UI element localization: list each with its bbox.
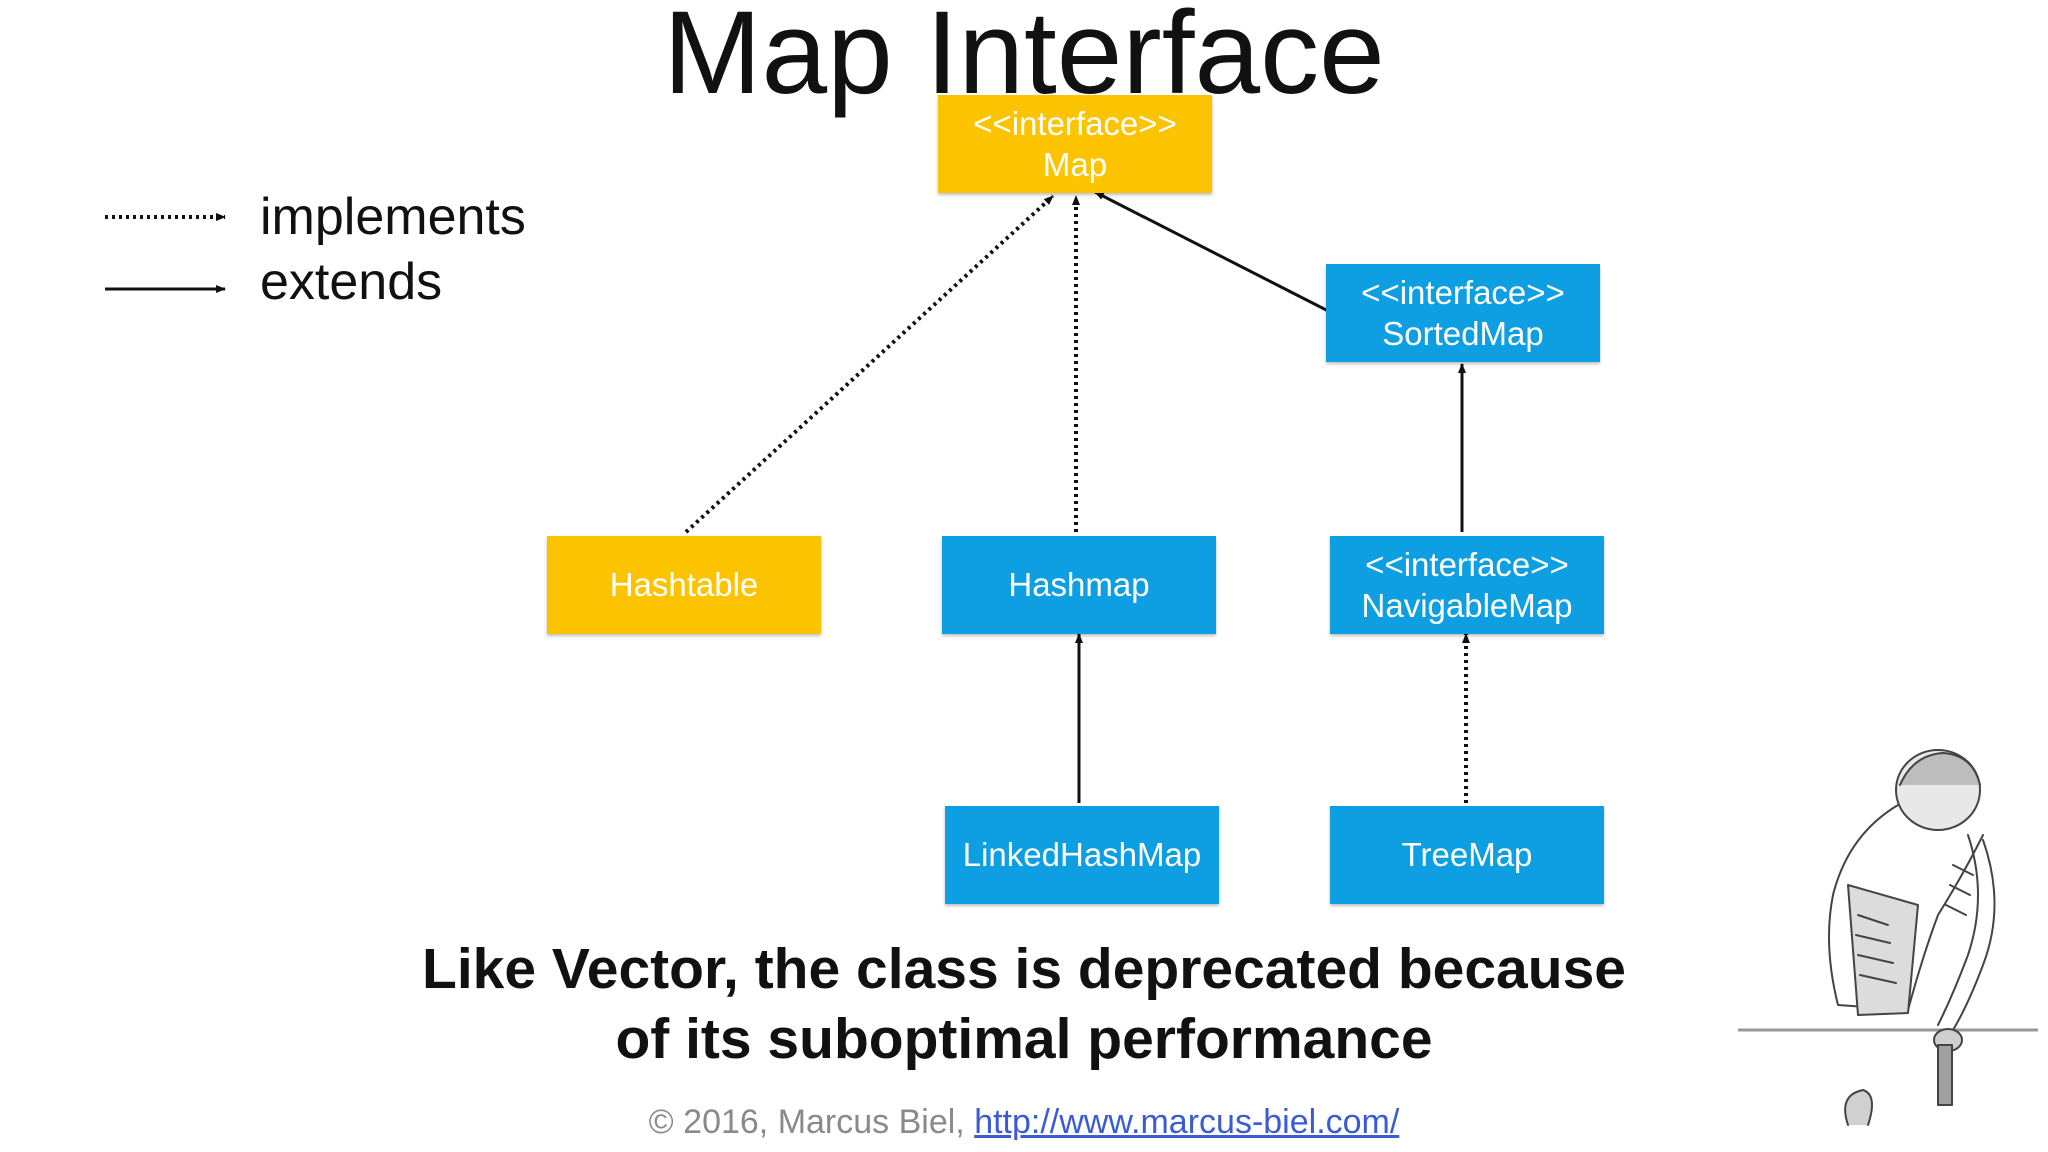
edge-sortedmap-map (1094, 190, 1339, 318)
node-linkedhashmap-name: LinkedHashMap (962, 836, 1202, 874)
node-navigablemap-name: NavigableMap (1361, 587, 1573, 624)
node-linkedhashmap: LinkedHashMap (945, 806, 1219, 904)
footer-copyright: © 2016, Marcus Biel, (648, 1103, 965, 1141)
legend-extends-label: extends (260, 253, 443, 311)
node-sortedmap: <<interface>> SortedMap (1326, 264, 1600, 362)
node-map: <<interface>> Map (938, 95, 1212, 193)
edge-hashtable-map (684, 194, 1055, 534)
node-navigablemap: <<interface>> NavigableMap (1330, 536, 1604, 634)
node-hashmap: Hashmap (942, 536, 1216, 634)
node-navigablemap-stereotype: <<interface>> (1365, 545, 1569, 583)
node-hashtable-name: Hashtable (609, 566, 759, 604)
caption-line-2: of its suboptimal performance (615, 1006, 1433, 1071)
legend-implements-label: implements (260, 188, 526, 246)
caption-line-1: Like Vector, the class is deprecated bec… (422, 937, 1626, 1001)
node-map-name: Map (1042, 146, 1108, 183)
node-sortedmap-stereotype: <<interface>> (1361, 273, 1565, 311)
node-sortedmap-name: SortedMap (1382, 315, 1544, 352)
node-treemap-name: TreeMap (1401, 836, 1533, 874)
node-hashmap-name: Hashmap (1008, 566, 1150, 604)
node-treemap: TreeMap (1330, 806, 1604, 904)
craftsman-sketch-illustration (1738, 749, 2038, 1126)
footer: © 2016, Marcus Biel, http://www.marcus-b… (0, 1103, 2048, 1142)
node-hashtable: Hashtable (547, 536, 821, 634)
caption: Like Vector, the class is deprecated bec… (0, 935, 2048, 1074)
footer-link[interactable]: http://www.marcus-biel.com/ (974, 1103, 1400, 1141)
node-map-stereotype: <<interface>> (973, 104, 1177, 142)
